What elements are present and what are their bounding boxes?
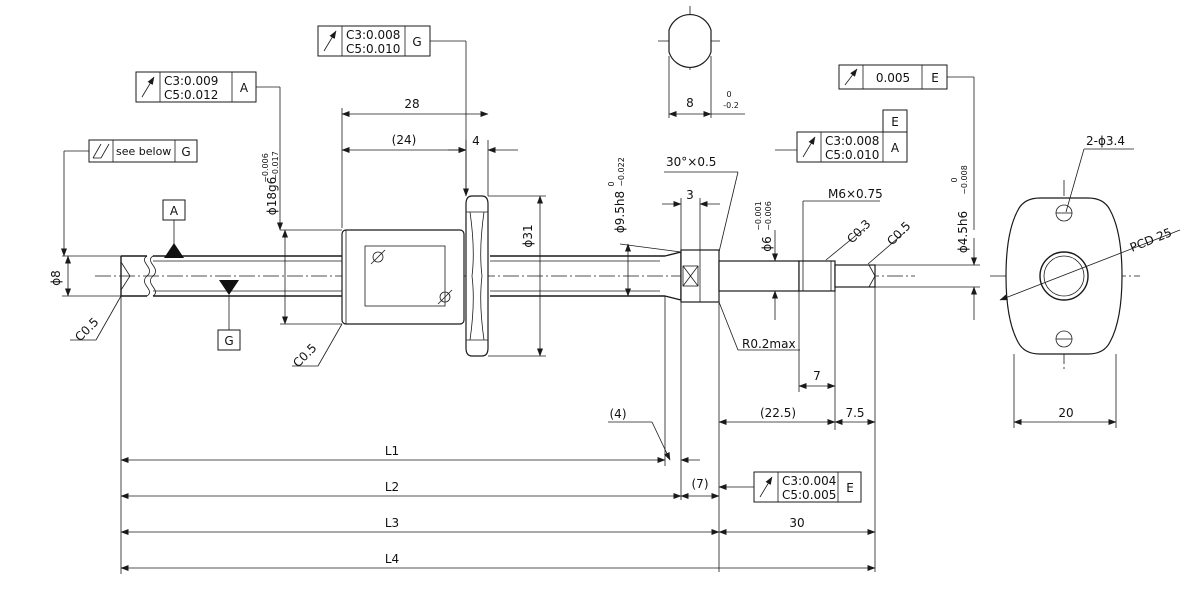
fcf-a-left-line2: C5:0.012: [164, 88, 218, 102]
dim-8: 8: [686, 96, 694, 110]
dim-l2: L2: [385, 480, 399, 494]
fcf-shaft-datum: A: [891, 141, 900, 155]
flange-end-view: [990, 180, 1140, 372]
dim-8-lower: -0.2: [723, 101, 739, 110]
dim-phi6-lower: −0.006: [764, 201, 773, 231]
dim-7-5: 7.5: [845, 406, 864, 420]
fcf-a-left-line1: C3:0.009: [164, 74, 218, 88]
runout-arrow-icon: [323, 30, 337, 52]
dim-c05-end: C0.5: [884, 219, 913, 248]
dim-l3: L3: [385, 516, 399, 530]
fcf-bottom-datum: E: [846, 481, 854, 495]
dim-phi45-lower: −0.008: [960, 165, 969, 195]
fcf-see-below-text: see below: [116, 145, 171, 158]
fcf-see-below-datum: G: [181, 145, 190, 159]
dim-phi6: ϕ6: [760, 236, 774, 252]
dim-l4: L4: [385, 552, 399, 566]
fcf-g-top-line1: C3:0.008: [346, 28, 400, 42]
fcf-e-right-datum: E: [931, 71, 939, 85]
dim-c03: C0.3: [844, 217, 873, 246]
shaft-end: [664, 249, 876, 303]
dim-7: 7: [813, 369, 821, 383]
dim-phi45-upper: 0: [950, 177, 959, 182]
fcf-g-top-line2: C5:0.010: [346, 42, 400, 56]
dimension-lines: [62, 108, 1181, 574]
fcf-bottom-line2: C5:0.005: [782, 488, 836, 502]
dim-phi18: ϕ18g6: [265, 177, 279, 215]
runout-frame-shaft-a: E C3:0.008 C5:0.010 A: [775, 109, 908, 163]
dim-24: (24): [392, 133, 417, 147]
dim-phi95-upper: 0: [607, 181, 616, 186]
dim-3: 3: [686, 188, 694, 202]
dim-4-paren: (4): [610, 407, 627, 421]
dim-7-paren: (7): [692, 477, 709, 491]
dim-phi8: ϕ8: [49, 270, 63, 286]
datum-a-letter: A: [170, 204, 179, 218]
dim-chamfer30: 30°×0.5: [666, 155, 716, 169]
dimension-texts: 28 (24) 4 ϕ18g6 −0.006 −0.017 ϕ31 ϕ8 C0.…: [49, 90, 1174, 566]
fcf-shaft-datum-top: E: [891, 115, 899, 129]
fcf-e-right-value: 0.005: [876, 71, 910, 85]
dim-l1: L1: [385, 444, 399, 458]
fcf-a-left-datum: A: [240, 81, 249, 95]
fcf-shaft-line1: C3:0.008: [825, 134, 879, 148]
dim-phi18-upper: −0.006: [261, 153, 270, 183]
runout-frame-top-g: C3:0.008 C5:0.010 G: [317, 25, 469, 197]
runout-frame-right-e: 0.005 E: [838, 64, 975, 230]
datum-g-marker: G: [217, 280, 241, 351]
runout-arrow-icon: [759, 476, 773, 498]
datum-a-marker: A: [162, 199, 186, 258]
dim-4: 4: [472, 134, 480, 148]
dim-pcd: PCD 25: [1128, 225, 1174, 254]
dim-20: 20: [1058, 406, 1073, 420]
dim-phi45: ϕ4.5h6: [956, 211, 970, 253]
runout-arrow-icon: [802, 136, 816, 158]
runout-arrow-icon: [844, 68, 858, 86]
dim-phi18-lower: −0.017: [271, 151, 280, 181]
total-runout-icon: [92, 143, 110, 159]
dim-r02: R0.2max: [742, 337, 796, 351]
dim-phi95: ϕ9.5h8: [613, 191, 627, 233]
fcf-bottom-line1: C3:0.004: [782, 474, 836, 488]
runout-frame-left-a: C3:0.009 C5:0.012 A: [135, 71, 283, 231]
dim-holes: 2-ϕ3.4: [1086, 134, 1125, 148]
dim-28: 28: [404, 97, 419, 111]
ball-nut: [341, 195, 489, 357]
flat-section-view: [658, 6, 745, 118]
dim-22-5: (22.5): [760, 406, 796, 420]
leader-lines: [70, 171, 906, 367]
dim-m6: M6×0.75: [828, 187, 883, 201]
dim-phi6-upper: −0.001: [754, 201, 763, 231]
dim-phi95-lower: −0.022: [617, 157, 626, 187]
runout-arrow-icon: [141, 76, 155, 98]
runout-frame-see-below: see below G: [61, 139, 198, 257]
datum-g-letter: G: [224, 334, 233, 348]
fcf-g-top-datum: G: [412, 35, 421, 49]
fcf-shaft-line2: C5:0.010: [825, 148, 879, 162]
dim-8-upper: 0: [726, 90, 731, 99]
runout-frame-bottom-e: C3:0.004 C5:0.005 E: [718, 471, 862, 503]
dim-phi31: ϕ31: [521, 224, 535, 247]
dim-30: 30: [789, 516, 804, 530]
